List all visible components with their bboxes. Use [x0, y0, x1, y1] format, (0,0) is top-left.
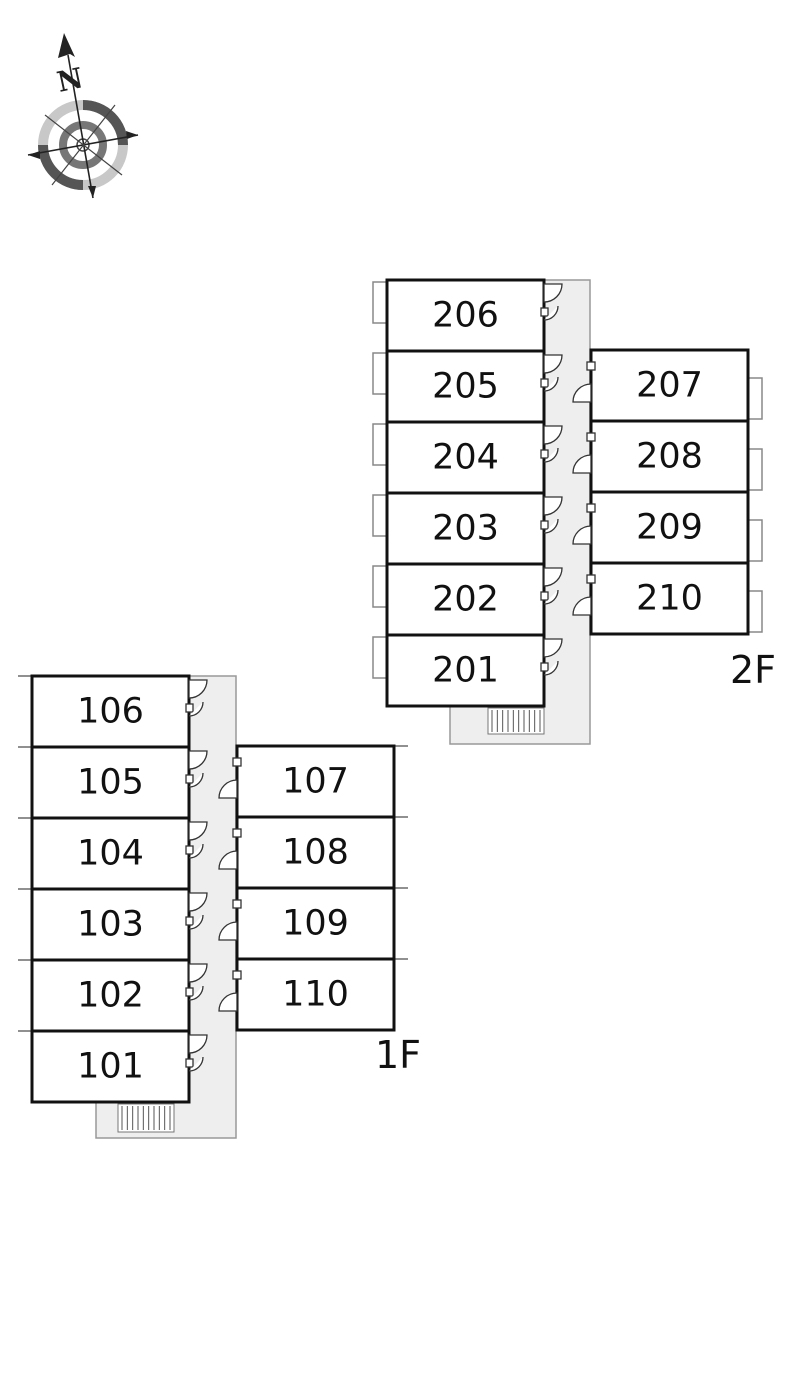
- floor-2f: 206 205 204 203 202 201 207 208 209 210 2F: [372, 278, 776, 745]
- unit-number: 101: [77, 1047, 144, 1087]
- unit-box: [385, 420, 546, 495]
- unit-box: [385, 633, 546, 708]
- unit-box: [30, 887, 191, 962]
- unit-number: 106: [77, 692, 144, 732]
- unit-box: [385, 278, 546, 353]
- unit-104[interactable]: 104: [18, 816, 208, 891]
- balcony: [747, 377, 763, 420]
- door-icon: [188, 963, 208, 983]
- compass-rose-icon: N: [27, 33, 139, 199]
- unit-204[interactable]: 204: [372, 420, 563, 495]
- unit-102[interactable]: 102: [18, 958, 208, 1033]
- door-icon: [586, 574, 596, 584]
- unit-number: 108: [282, 833, 349, 873]
- unit-box: [589, 561, 750, 636]
- door-icon: [188, 750, 208, 770]
- unit-207[interactable]: 207: [572, 348, 763, 423]
- unit-number: 107: [282, 762, 349, 802]
- unit-206[interactable]: 206: [372, 278, 563, 353]
- balcony: [372, 352, 388, 395]
- unit-103[interactable]: 103: [18, 887, 208, 962]
- door-icon: [543, 354, 563, 374]
- door-icon: [543, 425, 563, 445]
- unit-box: [30, 674, 191, 749]
- balcony: [747, 590, 763, 633]
- balcony: [747, 448, 763, 491]
- unit-number: 208: [636, 437, 703, 477]
- door-icon: [586, 503, 596, 513]
- unit-205[interactable]: 205: [372, 349, 563, 424]
- unit-number: 110: [282, 975, 349, 1015]
- door-icon: [188, 892, 208, 912]
- unit-110[interactable]: 110: [218, 957, 408, 1032]
- unit-number: 104: [77, 834, 144, 874]
- unit-box: [30, 816, 191, 891]
- unit-number: 103: [77, 905, 144, 945]
- unit-number: 207: [636, 366, 703, 406]
- unit-number: 202: [432, 580, 499, 620]
- unit-box: [385, 562, 546, 637]
- balcony: [372, 281, 388, 324]
- unit-number: 204: [432, 438, 499, 478]
- unit-203[interactable]: 203: [372, 491, 563, 566]
- unit-101[interactable]: 101: [18, 1029, 208, 1104]
- unit-number: 209: [636, 508, 703, 548]
- unit-number: 109: [282, 904, 349, 944]
- door-icon: [232, 828, 242, 838]
- unit-number: 105: [77, 763, 144, 803]
- unit-209[interactable]: 209: [572, 490, 763, 565]
- unit-210[interactable]: 210: [572, 561, 763, 636]
- door-icon: [232, 899, 242, 909]
- unit-number: 205: [432, 367, 499, 407]
- door-icon: [543, 496, 563, 516]
- door-icon: [543, 567, 563, 587]
- floor-label-2f: 2F: [730, 648, 776, 692]
- door-icon: [188, 1034, 208, 1054]
- door-icon: [232, 970, 242, 980]
- balcony: [372, 423, 388, 466]
- balcony: [372, 565, 388, 608]
- balcony: [372, 636, 388, 679]
- door-icon: [543, 638, 563, 658]
- unit-number: 102: [77, 976, 144, 1016]
- door-icon: [188, 679, 208, 699]
- unit-number: 210: [636, 579, 703, 619]
- unit-box: [235, 957, 396, 1032]
- unit-109[interactable]: 109: [218, 886, 408, 961]
- unit-box: [30, 1029, 191, 1104]
- unit-107[interactable]: 107: [218, 744, 408, 819]
- staircase-2f: [487, 707, 545, 735]
- staircase-1f: [117, 1103, 175, 1133]
- unit-box: [385, 491, 546, 566]
- unit-box: [385, 349, 546, 424]
- door-icon: [543, 283, 563, 303]
- door-icon: [586, 361, 596, 371]
- unit-number: 201: [432, 651, 499, 691]
- unit-number: 206: [432, 296, 499, 336]
- door-icon: [232, 757, 242, 767]
- unit-106[interactable]: 106: [18, 674, 208, 749]
- north-label: N: [54, 61, 86, 99]
- floor-label-1f: 1F: [375, 1033, 421, 1077]
- door-icon: [188, 821, 208, 841]
- door-icon: [586, 432, 596, 442]
- balcony: [747, 519, 763, 562]
- floor-1f: 106 105 104 103 102 101 107 108 109 110 1F: [18, 674, 421, 1139]
- unit-202[interactable]: 202: [372, 562, 563, 637]
- unit-201[interactable]: 201: [372, 633, 563, 708]
- unit-105[interactable]: 105: [18, 745, 208, 820]
- unit-number: 203: [432, 509, 499, 549]
- unit-108[interactable]: 108: [218, 815, 408, 890]
- unit-208[interactable]: 208: [572, 419, 763, 494]
- balcony: [372, 494, 388, 537]
